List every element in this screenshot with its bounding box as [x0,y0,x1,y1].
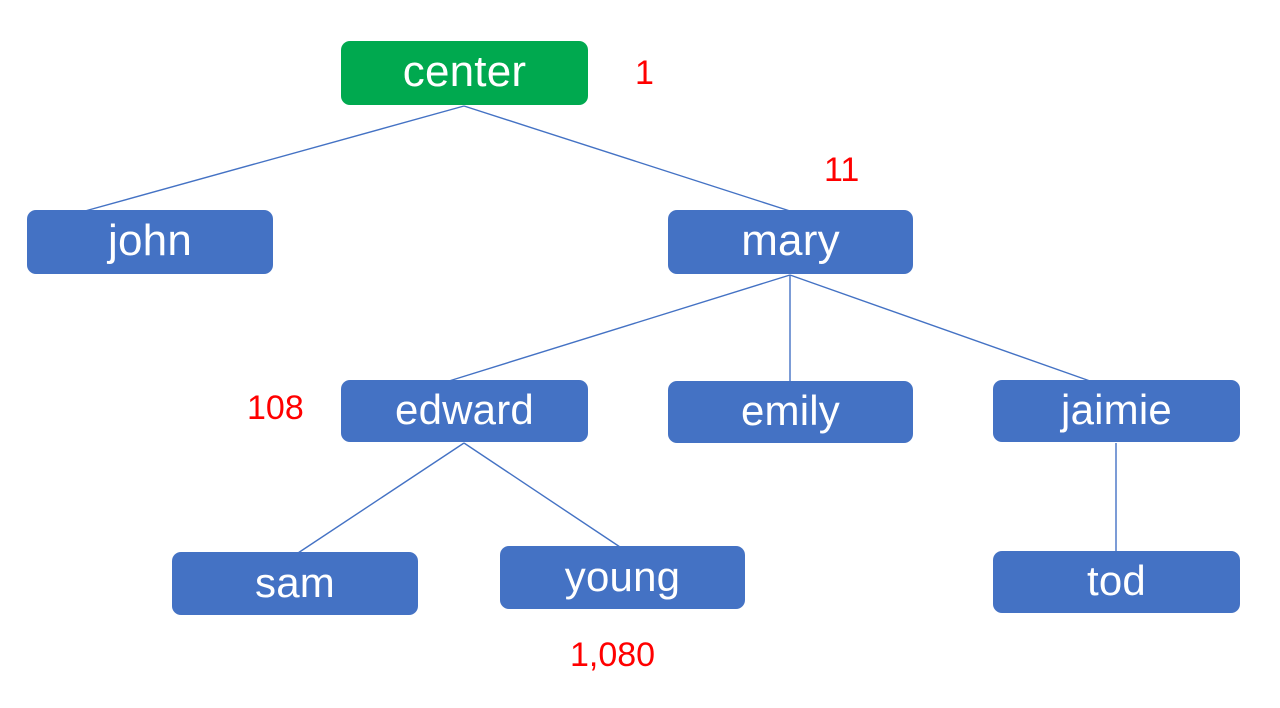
node-jaimie[interactable]: jaimie [993,380,1240,442]
node-label-tod: tod [1087,557,1146,604]
node-label-john: john [108,216,192,265]
node-john[interactable]: john [27,210,273,274]
edge-center-to-john [84,105,465,212]
node-tod[interactable]: tod [993,551,1240,613]
edge-edward-to-sam [297,442,465,554]
node-emily[interactable]: emily [668,381,913,443]
edge-edward-to-young [463,442,621,548]
annotation-young: 1,080 [570,636,656,674]
node-label-sam: sam [255,558,335,606]
edge-center-to-mary [463,105,791,212]
node-center[interactable]: center [341,41,588,105]
edge-mary-to-edward [448,274,791,382]
annotation-edward: 108 [247,389,304,427]
node-label-edward: edward [395,386,534,433]
annotation-center: 1 [635,54,654,92]
annotation-mary: 11 [824,151,860,189]
node-label-emily: emily [740,387,840,434]
node-label-jaimie: jaimie [1061,386,1172,433]
node-sam[interactable]: sam [172,552,418,615]
node-edward[interactable]: edward [341,380,588,442]
node-label-young: young [564,552,681,600]
node-label-center: center [402,47,527,96]
node-young[interactable]: young [500,546,745,609]
node-label-mary: mary [741,216,840,265]
node-mary[interactable]: mary [668,210,913,274]
edge-mary-to-jaimie [789,274,1091,382]
